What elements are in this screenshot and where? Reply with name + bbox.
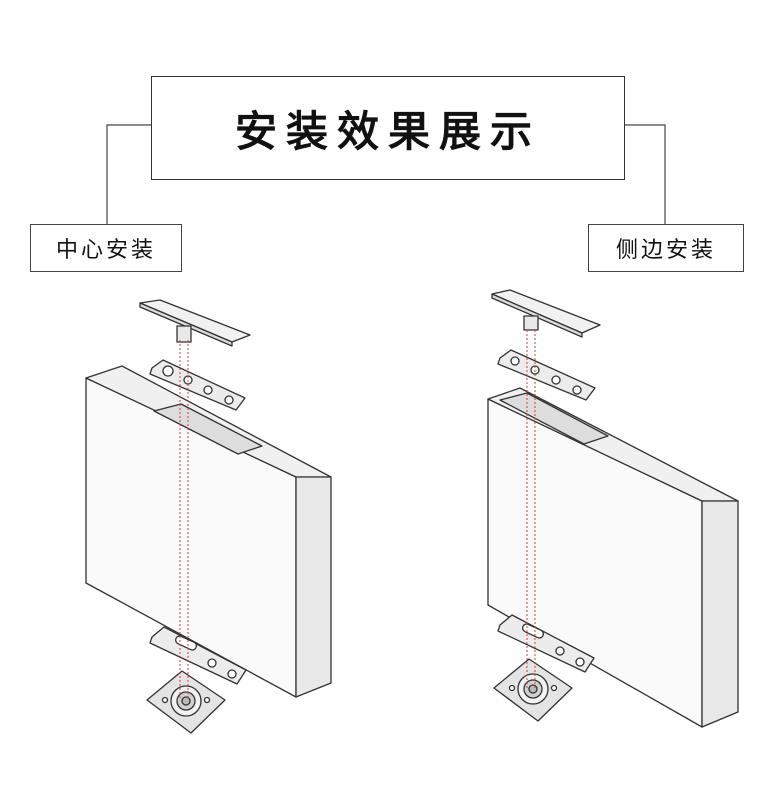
side-install-drawing [487, 289, 739, 728]
title-box: 安装效果展示 [151, 76, 625, 180]
top-bracket-side [497, 349, 596, 401]
center-install-label: 中心安装 [55, 238, 156, 263]
connector-lines [106, 124, 666, 224]
top-slot [153, 403, 263, 455]
center-install-drawing [85, 299, 332, 734]
top-pivot-pin [176, 325, 192, 343]
door-panel-side [295, 476, 332, 698]
page-title: 安装效果展示 [234, 106, 541, 156]
center-install-label-box: 中心安装 [30, 224, 182, 272]
side-install-label-box: 侧边安装 [588, 224, 744, 272]
top-pivot-pin-side [523, 315, 539, 331]
bottom-bracket-side [497, 614, 595, 673]
top-bracket [149, 359, 246, 411]
center-alignment-guides [179, 340, 189, 700]
side-install-label: 侧边安装 [615, 238, 716, 263]
top-slot-side [499, 392, 609, 445]
door-panel-side-face [701, 500, 739, 728]
bottom-bracket [149, 626, 247, 685]
top-mount-plate [139, 299, 251, 343]
top-mount-plate-side [491, 289, 601, 334]
